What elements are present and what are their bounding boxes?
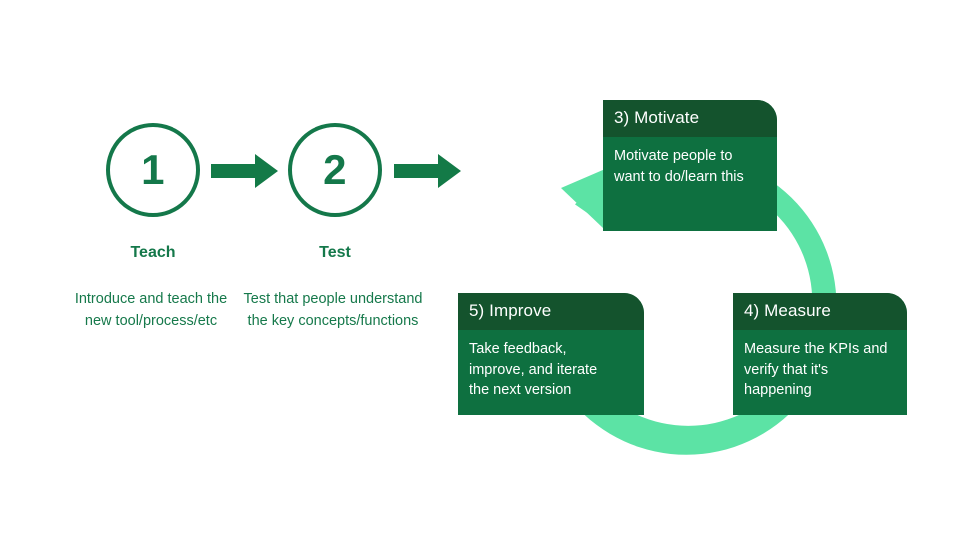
cycle-card-motivate-body: Motivate people to want to do/learn this <box>614 148 744 185</box>
cycle-card-improve[interactable]: 5) Improve Take feedback, improve, and i… <box>458 293 644 415</box>
cycle-card-improve-body: Take feedback, improve, and iterate the … <box>469 341 598 399</box>
cycle-card-measure[interactable]: 4) Measure Measure the KPIs and verify t… <box>733 293 907 415</box>
cycle-card-motivate-header: 3) Motivate <box>603 100 777 138</box>
cycle-card-motivate[interactable]: 3) Motivate Motivate people to want to d… <box>603 100 777 231</box>
arrow-2-to-cycle-icon <box>394 154 461 188</box>
step-circle-1: 1 <box>106 123 200 217</box>
cycle-card-measure-body: Measure the KPIs and verify that it's ha… <box>744 341 888 399</box>
step-number-1: 1 <box>141 146 165 193</box>
step-label-test: Test <box>319 244 351 261</box>
step-label-teach: Teach <box>130 244 176 261</box>
step-description-test: Test that people understand the key conc… <box>243 291 423 330</box>
cycle-card-measure-header: 4) Measure <box>733 293 907 331</box>
step-description-teach: Introduce and teach the new tool/process… <box>74 291 228 330</box>
arrow-1-to-2-icon <box>211 154 278 188</box>
cycle-loop: 3) Motivate Motivate people to want to d… <box>455 85 935 485</box>
step-circle-2: 2 <box>288 123 382 217</box>
cycle-card-improve-header: 5) Improve <box>458 293 644 331</box>
step-number-2: 2 <box>323 146 347 193</box>
